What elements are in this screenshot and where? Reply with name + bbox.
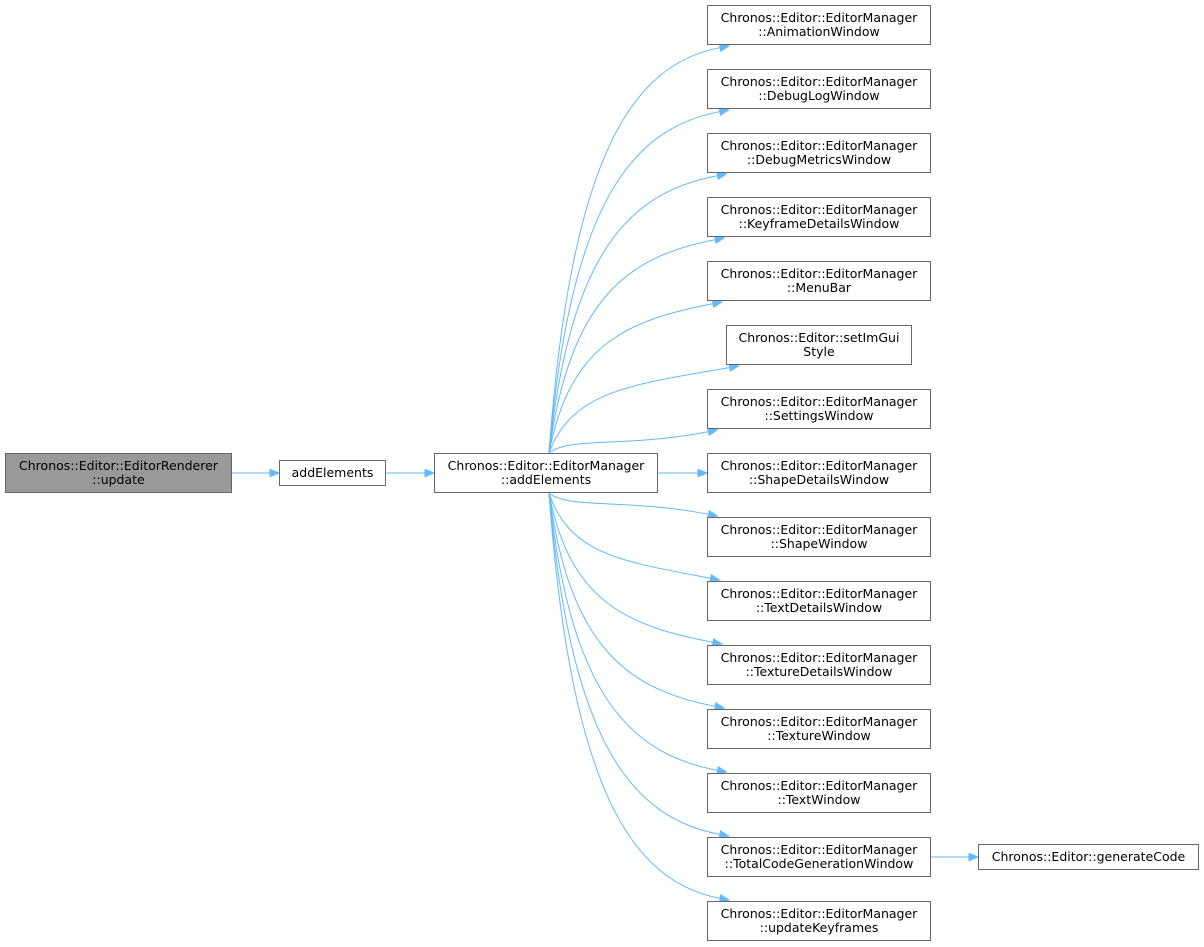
arrowhead (718, 894, 731, 903)
node-label-line: Chronos::Editor::EditorManager (720, 202, 918, 217)
arrowhead (711, 299, 724, 309)
node-label-line: Chronos::Editor::EditorManager (720, 74, 918, 89)
node-chronos-editor-editormanager-addelements[interactable]: Chronos::Editor::EditorManager::addEleme… (434, 453, 658, 493)
node-label-line: Chronos::Editor::EditorManager (720, 10, 918, 25)
node-chronos-editor-editormanager-shapewindow[interactable]: Chronos::Editor::EditorManager::ShapeWin… (707, 517, 931, 557)
node-label-line: ::SettingsWindow (764, 408, 874, 423)
node-label-line: addElements (291, 465, 374, 480)
arrowhead (716, 171, 728, 180)
arrowhead (728, 363, 740, 372)
edge-mgr-to-n5 (548, 366, 731, 454)
node-label-line: ::ShapeDetailsWindow (748, 472, 890, 487)
node-chronos-editor-editormanager-updatekeyframes[interactable]: Chronos::Editor::EditorManager::updateKe… (707, 901, 931, 941)
arrowhead (707, 509, 719, 519)
node-chronos-editor-editormanager-textdetailswindow[interactable]: Chronos::Editor::EditorManager::TextDeta… (707, 581, 931, 621)
node-label-line: Chronos::Editor::setImGui (738, 330, 900, 345)
node-label-line: Chronos::Editor::EditorManager (720, 138, 918, 153)
arrowhead (707, 427, 719, 437)
node-chronos-editor-editormanager-texturewindow[interactable]: Chronos::Editor::EditorManager::TextureW… (707, 709, 931, 749)
node-label-line: Chronos::Editor::EditorManager (447, 458, 645, 473)
edge-mgr-to-n0 (548, 46, 722, 454)
node-label-line: Chronos::Editor::generateCode (991, 849, 1186, 864)
node-label-line: Chronos::Editor::EditorManager (720, 586, 918, 601)
arrowhead (716, 766, 728, 775)
node-label-line: Chronos::Editor::EditorManager (720, 394, 918, 409)
arrowhead (711, 637, 724, 647)
node-chronos-editor-editormanager-settingswindow[interactable]: Chronos::Editor::EditorManager::Settings… (707, 389, 931, 429)
edge-mgr-to-n10 (548, 492, 715, 644)
node-label-line: Chronos::Editor::EditorManager (720, 906, 918, 921)
edge-mgr-to-n11 (548, 492, 717, 708)
node-label-line: Chronos::Editor::EditorManager (720, 842, 918, 857)
node-label-line: Chronos::Editor::EditorManager (720, 522, 918, 537)
node-label-line: ::DebugMetricsWindow (746, 152, 892, 167)
node-label-line: ::ShapeWindow (770, 536, 868, 551)
arrowhead (697, 468, 709, 478)
edge-mgr-to-n9 (548, 492, 712, 579)
node-chronos-editor-editorrenderer-update[interactable]: Chronos::Editor::EditorRenderer::update (5, 453, 232, 493)
node-label-line: ::MenuBar (786, 280, 852, 295)
arrowhead (709, 573, 721, 583)
arrowhead (718, 43, 731, 52)
node-label-line: ::update (92, 472, 145, 487)
edge-mgr-to-n14 (548, 492, 722, 900)
edge-mgr-to-n4 (548, 302, 715, 454)
node-label-line: Chronos::Editor::EditorManager (720, 650, 918, 665)
node-label-line: ::DebugLogWindow (758, 88, 880, 103)
node-chronos-editor-editormanager-texturedetailswindow[interactable]: Chronos::Editor::EditorManager::TextureD… (707, 645, 931, 685)
edge-mgr-to-n3 (548, 238, 717, 454)
edge-mgr-to-n1 (548, 110, 721, 454)
node-chronos-editor-editormanager-debugmetricswindow[interactable]: Chronos::Editor::EditorManager::DebugMet… (707, 133, 931, 173)
arrowhead (424, 468, 436, 478)
node-chronos-editor-editormanager-totalcodegenerationwindow[interactable]: Chronos::Editor::EditorManager::TotalCod… (707, 837, 931, 877)
node-chronos-editor-editormanager-shapedetailswindow[interactable]: Chronos::Editor::EditorManager::ShapeDet… (707, 453, 931, 493)
node-label-line: ::TextureDetailsWindow (745, 664, 893, 679)
arrowhead (714, 701, 726, 711)
edge-mgr-to-n6 (548, 431, 710, 454)
arrowhead (968, 852, 980, 862)
arrowhead (714, 235, 726, 245)
node-label-line: Chronos::Editor::EditorManager (720, 778, 918, 793)
arrowhead (718, 830, 731, 839)
node-label-line: Style (803, 344, 835, 359)
node-label-line: ::addElements (500, 472, 592, 487)
node-chronos-editor-editormanager-textwindow[interactable]: Chronos::Editor::EditorManager::TextWind… (707, 773, 931, 813)
node-label-line: Chronos::Editor::EditorRenderer (19, 458, 218, 473)
node-label-line: ::TextWindow (777, 792, 861, 807)
node-label-line: Chronos::Editor::EditorManager (720, 714, 918, 729)
node-addelements[interactable]: addElements (279, 460, 386, 486)
arrowhead (718, 107, 731, 116)
node-chronos-editor-editormanager-keyframedetailswindow[interactable]: Chronos::Editor::EditorManager::Keyframe… (707, 197, 931, 237)
node-chronos-editor-editormanager-menubar[interactable]: Chronos::Editor::EditorManager::MenuBar (707, 261, 931, 301)
edge-mgr-to-n12 (548, 492, 719, 772)
node-label-line: ::TextureWindow (767, 728, 871, 743)
edge-mgr-to-n2 (548, 174, 719, 454)
node-chronos-editor-generatecode[interactable]: Chronos::Editor::generateCode (978, 844, 1199, 870)
node-chronos-editor-editormanager-animationwindow[interactable]: Chronos::Editor::EditorManager::Animatio… (707, 5, 931, 45)
node-label-line: ::updateKeyframes (759, 920, 879, 935)
node-label-line: Chronos::Editor::EditorManager (720, 458, 918, 473)
node-label-line: ::AnimationWindow (758, 24, 880, 39)
arrowhead (269, 468, 281, 478)
edge-mgr-to-n13 (548, 492, 721, 836)
node-label-line: ::TotalCodeGenerationWindow (724, 856, 914, 871)
node-label-line: ::KeyframeDetailsWindow (738, 216, 900, 231)
edge-mgr-to-n8 (548, 492, 710, 515)
node-label-line: Chronos::Editor::EditorManager (720, 266, 918, 281)
node-chronos-editor-editormanager-debuglogwindow[interactable]: Chronos::Editor::EditorManager::DebugLog… (707, 69, 931, 109)
node-label-line: ::TextDetailsWindow (755, 600, 883, 615)
